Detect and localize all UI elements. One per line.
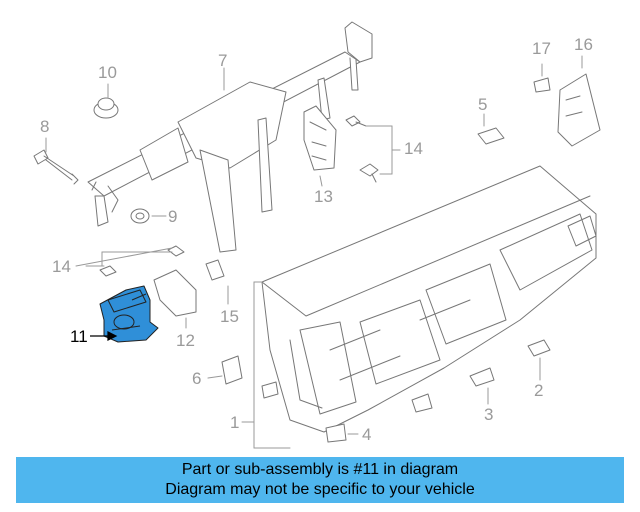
clip-part-4 bbox=[325, 423, 347, 443]
cross-car-beam bbox=[87, 21, 373, 253]
clip-part-17 bbox=[533, 77, 551, 93]
callout-5: 5 bbox=[478, 95, 488, 114]
callout-13: 13 bbox=[314, 187, 333, 206]
clip-part-2 bbox=[527, 339, 551, 357]
parts-diagram bbox=[33, 21, 601, 449]
highlighted-part-11 bbox=[99, 285, 159, 343]
callout-11: 11 bbox=[70, 327, 88, 346]
clip-part-6 bbox=[221, 355, 243, 385]
leader-line-11 bbox=[90, 331, 118, 341]
banner-line-2: Diagram may not be specific to your vehi… bbox=[165, 481, 475, 498]
callout-8: 8 bbox=[40, 117, 50, 136]
callout-4: 4 bbox=[362, 425, 372, 444]
info-banner: Part or sub-assembly is #11 in diagram D… bbox=[16, 457, 624, 503]
grommet-part bbox=[93, 97, 119, 119]
callout-7: 7 bbox=[218, 51, 228, 70]
callout-6: 6 bbox=[192, 369, 202, 388]
side-bracket-16 bbox=[557, 73, 601, 147]
callout-12: 12 bbox=[176, 331, 195, 350]
clip-part-5 bbox=[477, 127, 505, 145]
instrument-panel bbox=[261, 165, 597, 433]
screw-set-left bbox=[99, 245, 185, 277]
callout-1: 1 bbox=[230, 413, 240, 432]
callout-3: 3 bbox=[484, 405, 494, 424]
callout-17: 17 bbox=[532, 39, 551, 58]
callout-2: 2 bbox=[534, 381, 544, 400]
callout-14-right: 14 bbox=[404, 139, 423, 158]
clip-part-15 bbox=[205, 259, 225, 281]
callout-10: 10 bbox=[98, 63, 117, 82]
callout-9: 9 bbox=[168, 207, 178, 226]
bracket-part-12 bbox=[153, 269, 197, 317]
bolt-part bbox=[33, 149, 79, 185]
callout-15: 15 bbox=[220, 307, 239, 326]
callout-16: 16 bbox=[574, 35, 593, 54]
banner-line-1: Part or sub-assembly is #11 in diagram bbox=[181, 461, 459, 478]
clip-part-3 bbox=[469, 367, 495, 387]
callout-14-left: 14 bbox=[52, 257, 71, 276]
nut-part bbox=[130, 208, 150, 224]
leader-lines bbox=[45, 55, 583, 449]
screw-set-right bbox=[345, 115, 379, 183]
bracket-part bbox=[303, 105, 337, 171]
clip-part-misc bbox=[261, 381, 433, 413]
